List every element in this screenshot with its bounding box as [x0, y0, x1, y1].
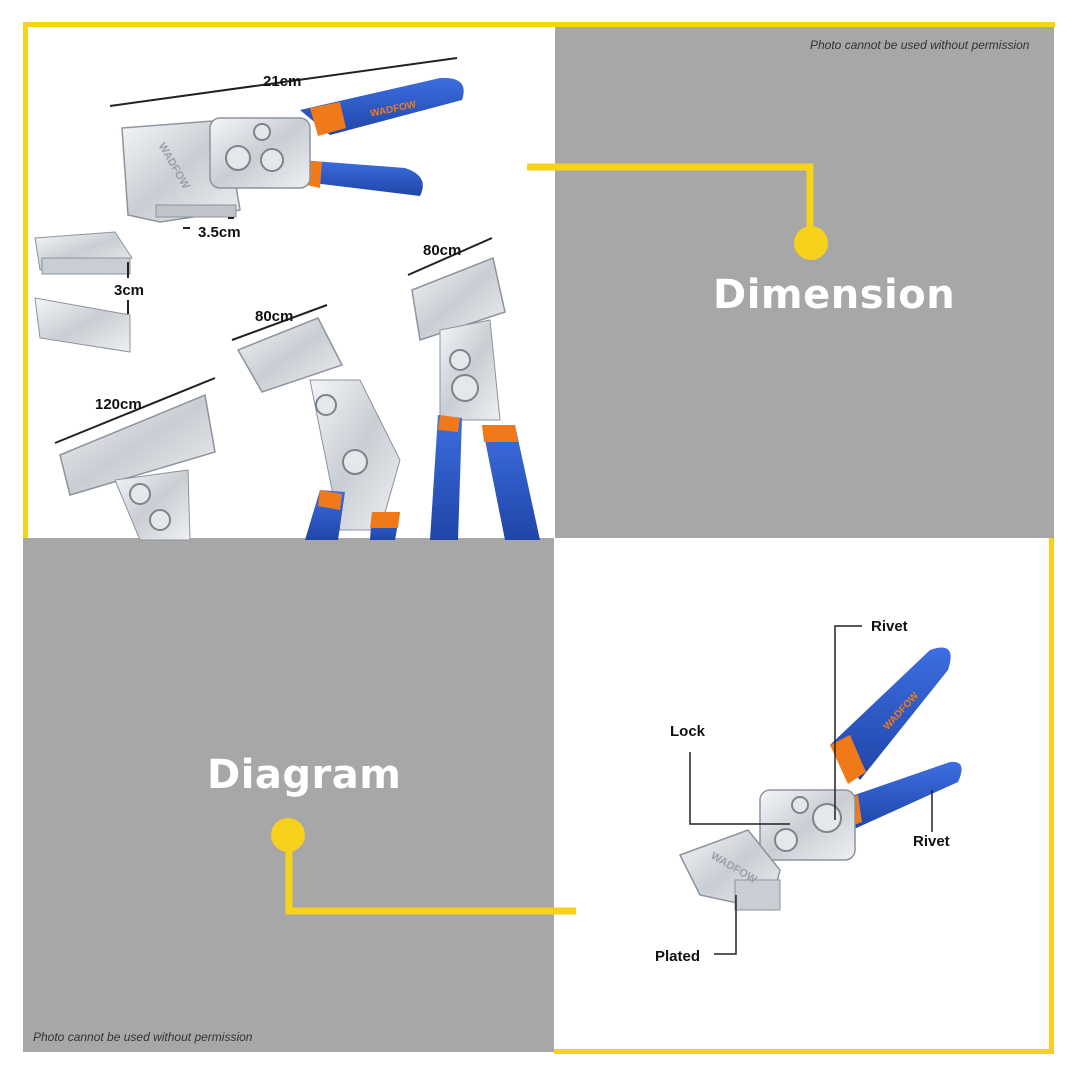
width-b-dimension-label: 80cm	[255, 308, 294, 325]
rivet-top-label: Rivet	[871, 618, 908, 635]
permission-notice-bottom: Photo cannot be used without permission	[33, 1030, 253, 1044]
width-a-dimension-label: 80cm	[423, 242, 462, 259]
diagram-label-panel	[23, 538, 554, 1052]
dimension-connector	[527, 163, 828, 260]
plated-label: Plated	[655, 948, 701, 965]
frame-right-line	[1049, 538, 1054, 1054]
frame-left-line	[23, 22, 28, 538]
dimension-label-panel	[555, 27, 1054, 538]
frame-bottom-line	[554, 1049, 1054, 1054]
tool-jaw-view-wide	[54, 377, 216, 541]
tool-side-view	[109, 57, 464, 229]
tool-jaw-view-tall	[407, 237, 540, 540]
jaw-height-dimension-label: 3cm	[114, 282, 145, 299]
width-c-dimension-label: 120cm	[95, 396, 142, 413]
tool-diagram-view	[678, 647, 962, 911]
rivet-right-label: Rivet	[913, 833, 950, 850]
length-dimension-label: 21cm	[263, 73, 302, 90]
permission-notice-top: Photo cannot be used without permission	[810, 38, 1030, 52]
jaw-depth-dimension-label: 3.5cm	[198, 224, 241, 241]
diagram-title: Diagram	[207, 752, 402, 798]
diagram-connector	[271, 818, 576, 915]
frame-top-line	[23, 22, 1055, 27]
dimension-title: Dimension	[713, 272, 956, 318]
jaw-closeup	[34, 231, 133, 353]
lock-label: Lock	[670, 723, 706, 740]
tool-jaw-view-mid	[231, 304, 401, 540]
diagram-callouts	[689, 625, 933, 955]
